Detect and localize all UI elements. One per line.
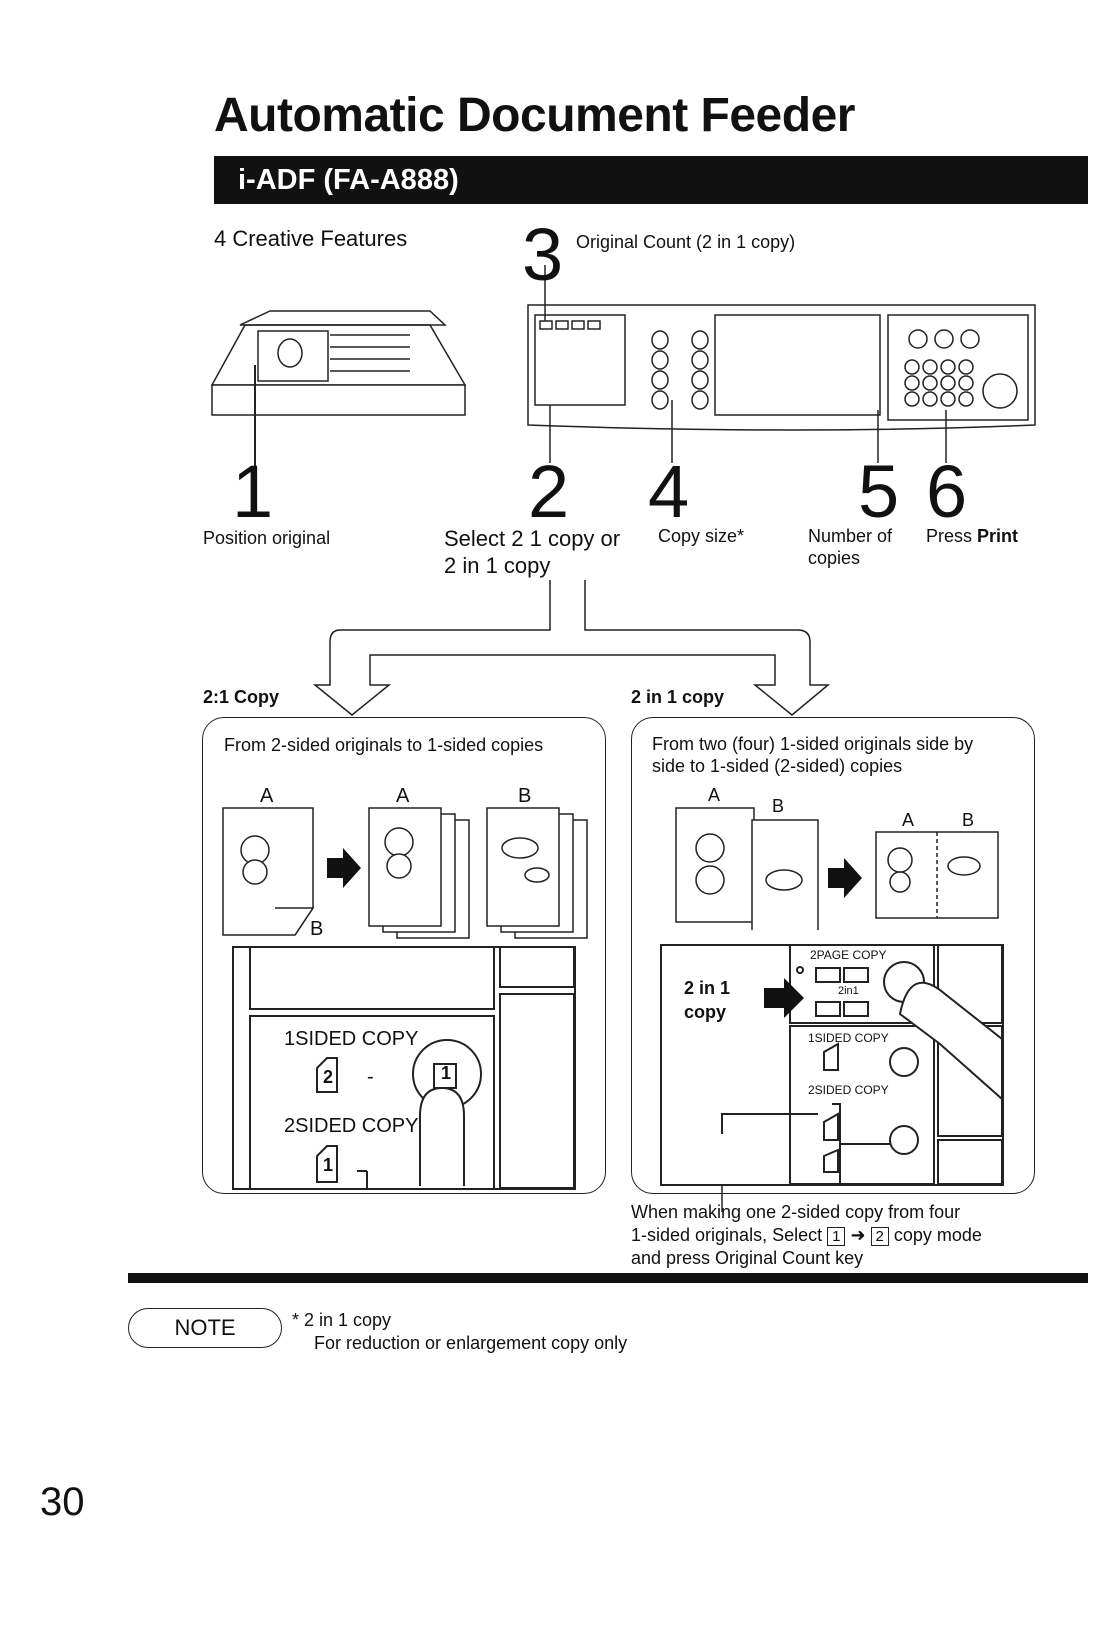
right-panel-description-line1: From two (four) 1-sided originals side b… xyxy=(652,734,974,754)
right-footer-line1: When making one 2-sided copy from four xyxy=(631,1202,961,1222)
right-panel-title: 2 in 1 copy xyxy=(631,687,725,707)
step-5-label-line1: Number of xyxy=(808,526,893,546)
step-2-label-line1: Select 2 1 copy or xyxy=(444,526,621,551)
right-panel xyxy=(631,717,1035,1194)
two-in-one-copy-panel-illustration xyxy=(660,944,1004,1186)
two-in-one-illustration xyxy=(675,807,999,930)
step-5-number: 5 xyxy=(858,450,900,533)
duplex-to-simplex-illustration xyxy=(222,807,588,939)
section-band-label: i-ADF (FA-A888) xyxy=(238,164,459,196)
page-title: Automatic Document Feeder xyxy=(214,89,855,142)
dash: - xyxy=(367,1066,374,1088)
features-heading: 4 Creative Features xyxy=(214,226,408,251)
step-1-number: 1 xyxy=(232,450,274,533)
page-number: 30 xyxy=(40,1480,85,1524)
callout-line xyxy=(721,1184,723,1212)
one-sided-copy-small-label: 1SIDED COPY xyxy=(808,1031,889,1045)
section-band xyxy=(214,156,1088,204)
step-2-label-line2: 2 in 1 copy xyxy=(444,553,551,578)
label-b: B xyxy=(772,796,785,816)
step-3-label: Original Count (2 in 1 copy) xyxy=(576,232,796,252)
label-a: A xyxy=(260,785,274,807)
two-in-one-panel-label-line1: 2 in 1 xyxy=(684,978,731,998)
one-sided-key-icon: 1 xyxy=(441,1063,452,1083)
section-divider xyxy=(128,1273,1088,1283)
step-5-label-line2: copies xyxy=(808,548,861,568)
left-panel xyxy=(202,717,606,1194)
step-2-number: 2 xyxy=(528,450,570,533)
two-sided-copy-label: 2SIDED COPY xyxy=(284,1115,419,1137)
two-in-one-small-label: 2in1 xyxy=(838,985,859,997)
right-footer-line3: and press Original Count key xyxy=(631,1248,864,1268)
one-sided-copy-label: 1SIDED COPY xyxy=(284,1028,419,1050)
label-a: A xyxy=(708,785,721,805)
label-b: B xyxy=(310,918,324,940)
left-panel-description: From 2-sided originals to 1-sided copies xyxy=(224,735,544,755)
note-line2: For reduction or enlargement copy only xyxy=(314,1333,628,1353)
step-3-number: 3 xyxy=(522,213,564,296)
label-a: A xyxy=(902,810,915,830)
two-sided-copy-small-label: 2SIDED COPY xyxy=(808,1083,889,1097)
step-6-label: Press Print xyxy=(926,526,1019,546)
step-1-label: Position original xyxy=(203,528,331,548)
left-panel-title: 2:1 Copy xyxy=(203,687,280,707)
two-page-copy-label: 2PAGE COPY xyxy=(810,948,887,962)
one-page-icon: 1 xyxy=(323,1155,334,1175)
note-line1: * 2 in 1 copy xyxy=(292,1310,392,1330)
label-b: B xyxy=(518,785,532,807)
control-panel-diagram xyxy=(210,265,1036,483)
right-footer-line2: 1-sided originals, Select 1 ➜ 2 copy mod… xyxy=(631,1225,982,1246)
operation-panel-illustration xyxy=(527,304,1036,431)
label-b: B xyxy=(962,810,975,830)
two-in-one-panel-label-line2: copy xyxy=(684,1002,727,1022)
right-panel-description-line2: side to 1-sided (2-sided) copies xyxy=(652,756,903,776)
branch-arrow xyxy=(312,580,831,716)
note-label: NOTE xyxy=(128,1308,282,1348)
two-page-icon: 2 xyxy=(323,1067,334,1087)
step-4-label: Copy size* xyxy=(658,526,745,546)
one-sided-copy-panel-illustration xyxy=(232,946,576,1190)
step-6-number: 6 xyxy=(926,450,968,533)
step-4-number: 4 xyxy=(648,450,690,533)
adf-unit-illustration xyxy=(210,310,467,483)
label-a: A xyxy=(396,785,410,807)
